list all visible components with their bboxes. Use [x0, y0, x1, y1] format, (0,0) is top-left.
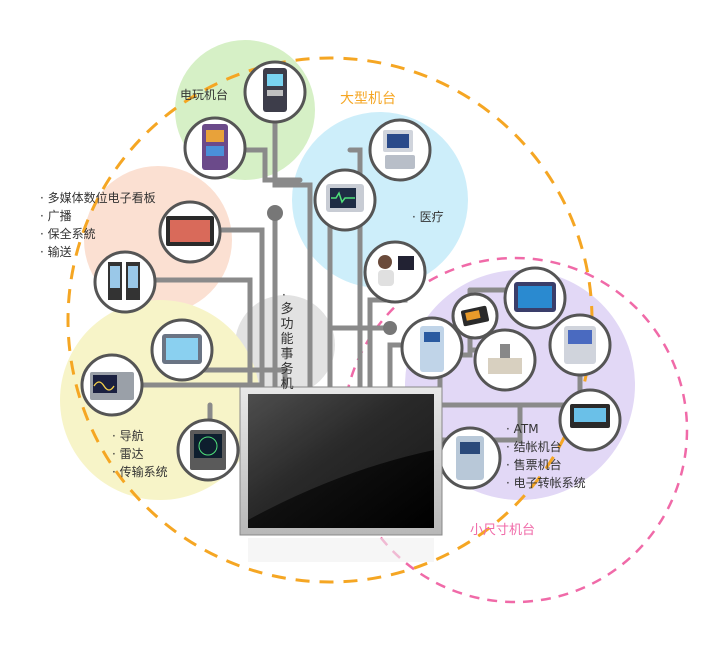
ticket-machine-icon — [438, 426, 502, 490]
nav-item: · 导航 — [112, 429, 144, 443]
nav-item: · 雷达 — [112, 447, 144, 461]
arcade-label: 电玩机台 — [180, 88, 229, 102]
signage-list: · 多媒体数位电子看板 · 广播 · 保全系統 · 输送 — [40, 189, 156, 261]
signage-item: · 输送 — [40, 245, 72, 259]
slot-machine-icon — [183, 116, 247, 180]
touch-panel-icon — [150, 318, 214, 382]
signage-item: · 多媒体数位电子看板 — [40, 191, 156, 205]
small-device-item: · 结帐机台 — [506, 440, 562, 454]
patient-monitor-icon — [313, 168, 377, 232]
oscilloscope-icon — [80, 353, 144, 417]
small-device-item: · ATM — [506, 422, 539, 436]
info-kiosk-icon — [93, 250, 157, 314]
connector-knob — [267, 205, 283, 221]
arcade-machine-icon — [243, 60, 307, 124]
terminal-screen-icon — [503, 266, 567, 330]
medical-operator-icon — [363, 240, 427, 304]
card-reader-icon — [451, 292, 499, 340]
signage-item: · 保全系統 — [40, 227, 96, 241]
multi-label: 多功能事务机 — [280, 302, 294, 392]
nav-list: · 导航 · 雷达 · 传输系统 — [112, 427, 168, 481]
digital-signage-icon — [158, 200, 222, 264]
large-label: 大型机台 — [340, 91, 396, 107]
multi-bullet: · — [282, 288, 286, 302]
small-device-item: · 电子转帐系统 — [506, 476, 586, 490]
panel-monitor — [239, 386, 443, 562]
machine-assembly-icon — [473, 328, 537, 392]
small-device-list: · ATM · 结帐机台 · 售票机台 · 电子转帐系统 — [506, 420, 586, 492]
signage-item: · 广播 — [40, 209, 72, 223]
connector-knob — [383, 321, 397, 335]
ultrasound-icon — [368, 118, 432, 182]
radar-display-icon — [176, 418, 240, 482]
pos-terminal-icon — [558, 388, 622, 452]
lottery-terminal-icon — [548, 313, 612, 377]
small-device-item: · 售票机台 — [506, 458, 562, 472]
atm-kiosk-icon — [400, 316, 464, 380]
nav-item: · 传输系统 — [112, 465, 168, 479]
medical-label: · 医疗 — [412, 210, 444, 224]
small-label: 小尺寸机台 — [470, 523, 536, 538]
